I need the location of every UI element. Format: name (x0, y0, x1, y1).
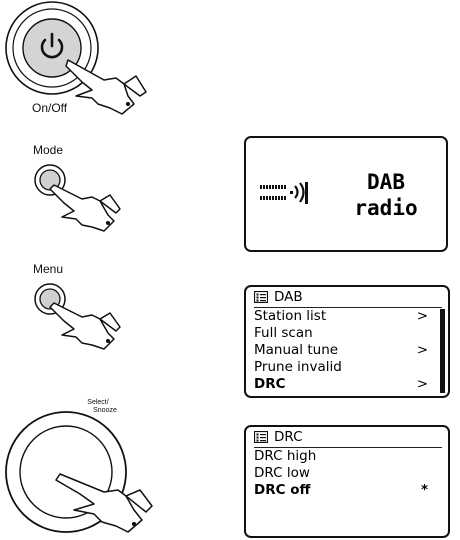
select-step (0, 408, 170, 540)
menu-item-drc[interactable]: DRC > (254, 376, 440, 393)
drc-header-title: DRC (274, 429, 303, 445)
drc-option-label: DRC off (254, 482, 310, 498)
menu-scrollbar[interactable] (440, 309, 445, 393)
chevron-right-icon: > (417, 376, 428, 393)
drc-option-low[interactable]: DRC low (254, 465, 440, 482)
menu-item-station-list[interactable]: Station list > (254, 308, 440, 325)
signal-icon (260, 182, 320, 206)
menu-list-icon (254, 431, 268, 443)
menu-label: Menu (33, 262, 63, 276)
mode-step (20, 155, 140, 245)
select-label-line1: Select/ (87, 399, 108, 406)
menu-list-icon (254, 291, 268, 303)
drc-option-high[interactable]: DRC high (254, 448, 440, 465)
menu-item-prune-invalid[interactable]: Prune invalid (254, 359, 440, 376)
lcd-screen-dab-radio: DAB radio (244, 136, 448, 252)
hand-pointer-icon (50, 303, 120, 349)
menu-item-label: DRC (254, 376, 286, 392)
menu-item-label: Station list (254, 308, 326, 324)
radio-title: radio (338, 196, 434, 221)
chevron-right-icon: > (417, 308, 428, 325)
drc-option-off[interactable]: DRC off * (254, 482, 440, 499)
hand-pointer-icon (50, 185, 120, 231)
menu-item-label: Prune invalid (254, 359, 342, 375)
menu-step (20, 275, 140, 365)
hand-pointer-icon (66, 60, 146, 114)
dab-title: DAB (338, 170, 434, 195)
lcd-screen-dab-menu: DAB Station list > Full scan Manual tune… (244, 285, 450, 398)
drc-option-label: DRC low (254, 465, 310, 481)
drc-header: DRC (254, 429, 442, 448)
menu-item-manual-tune[interactable]: Manual tune > (254, 342, 440, 359)
on-off-label: On/Off (32, 101, 67, 115)
lcd-screen-drc-menu: DRC DRC high DRC low DRC off * (244, 425, 450, 538)
selected-marker: * (421, 482, 428, 499)
menu-item-full-scan[interactable]: Full scan (254, 325, 440, 342)
menu-header-title: DAB (274, 289, 303, 305)
chevron-right-icon: > (417, 342, 428, 359)
menu-item-label: Manual tune (254, 342, 338, 358)
power-step (0, 0, 160, 120)
menu-item-label: Full scan (254, 325, 313, 341)
drc-option-label: DRC high (254, 448, 316, 464)
menu-header: DAB (254, 289, 442, 308)
